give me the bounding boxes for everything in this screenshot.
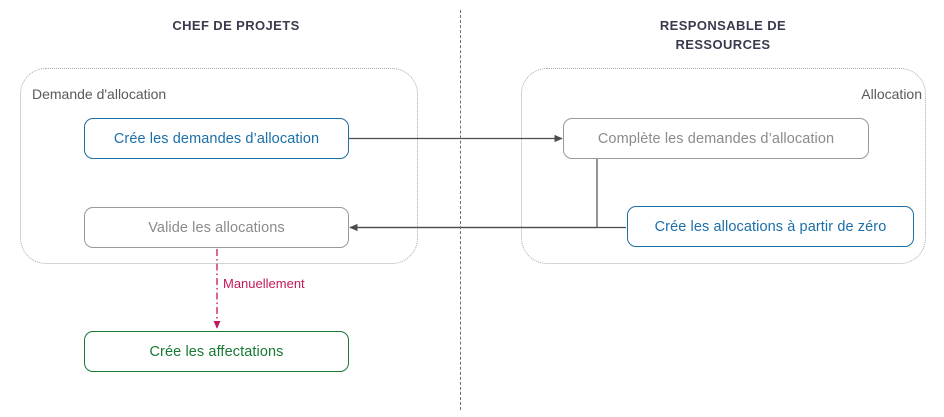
pool-label-demande-d-allocation: Demande d'allocation bbox=[32, 86, 167, 102]
lane-divider bbox=[460, 10, 461, 410]
node-complete-les-demandes-d-allocation[interactable]: Complète les demandes d’allocation bbox=[563, 118, 869, 159]
pool-label-allocation: Allocation bbox=[861, 86, 922, 102]
lane-title-chef-de-projets: CHEF DE PROJETS bbox=[172, 18, 300, 33]
node-cree-les-demandes-d-allocation[interactable]: Crée les demandes d’allocation bbox=[84, 118, 349, 159]
edge-label-manuellement: Manuellement bbox=[223, 276, 305, 291]
node-valide-les-allocations[interactable]: Valide les allocations bbox=[84, 207, 349, 248]
lane-title-responsable-de-ressources: RESPONSABLE DE RESSOURCES bbox=[659, 18, 787, 52]
node-cree-les-affectations[interactable]: Crée les affectations bbox=[84, 331, 349, 372]
node-cree-les-allocations-a-partir-de-zero[interactable]: Crée les allocations à partir de zéro bbox=[627, 206, 914, 247]
